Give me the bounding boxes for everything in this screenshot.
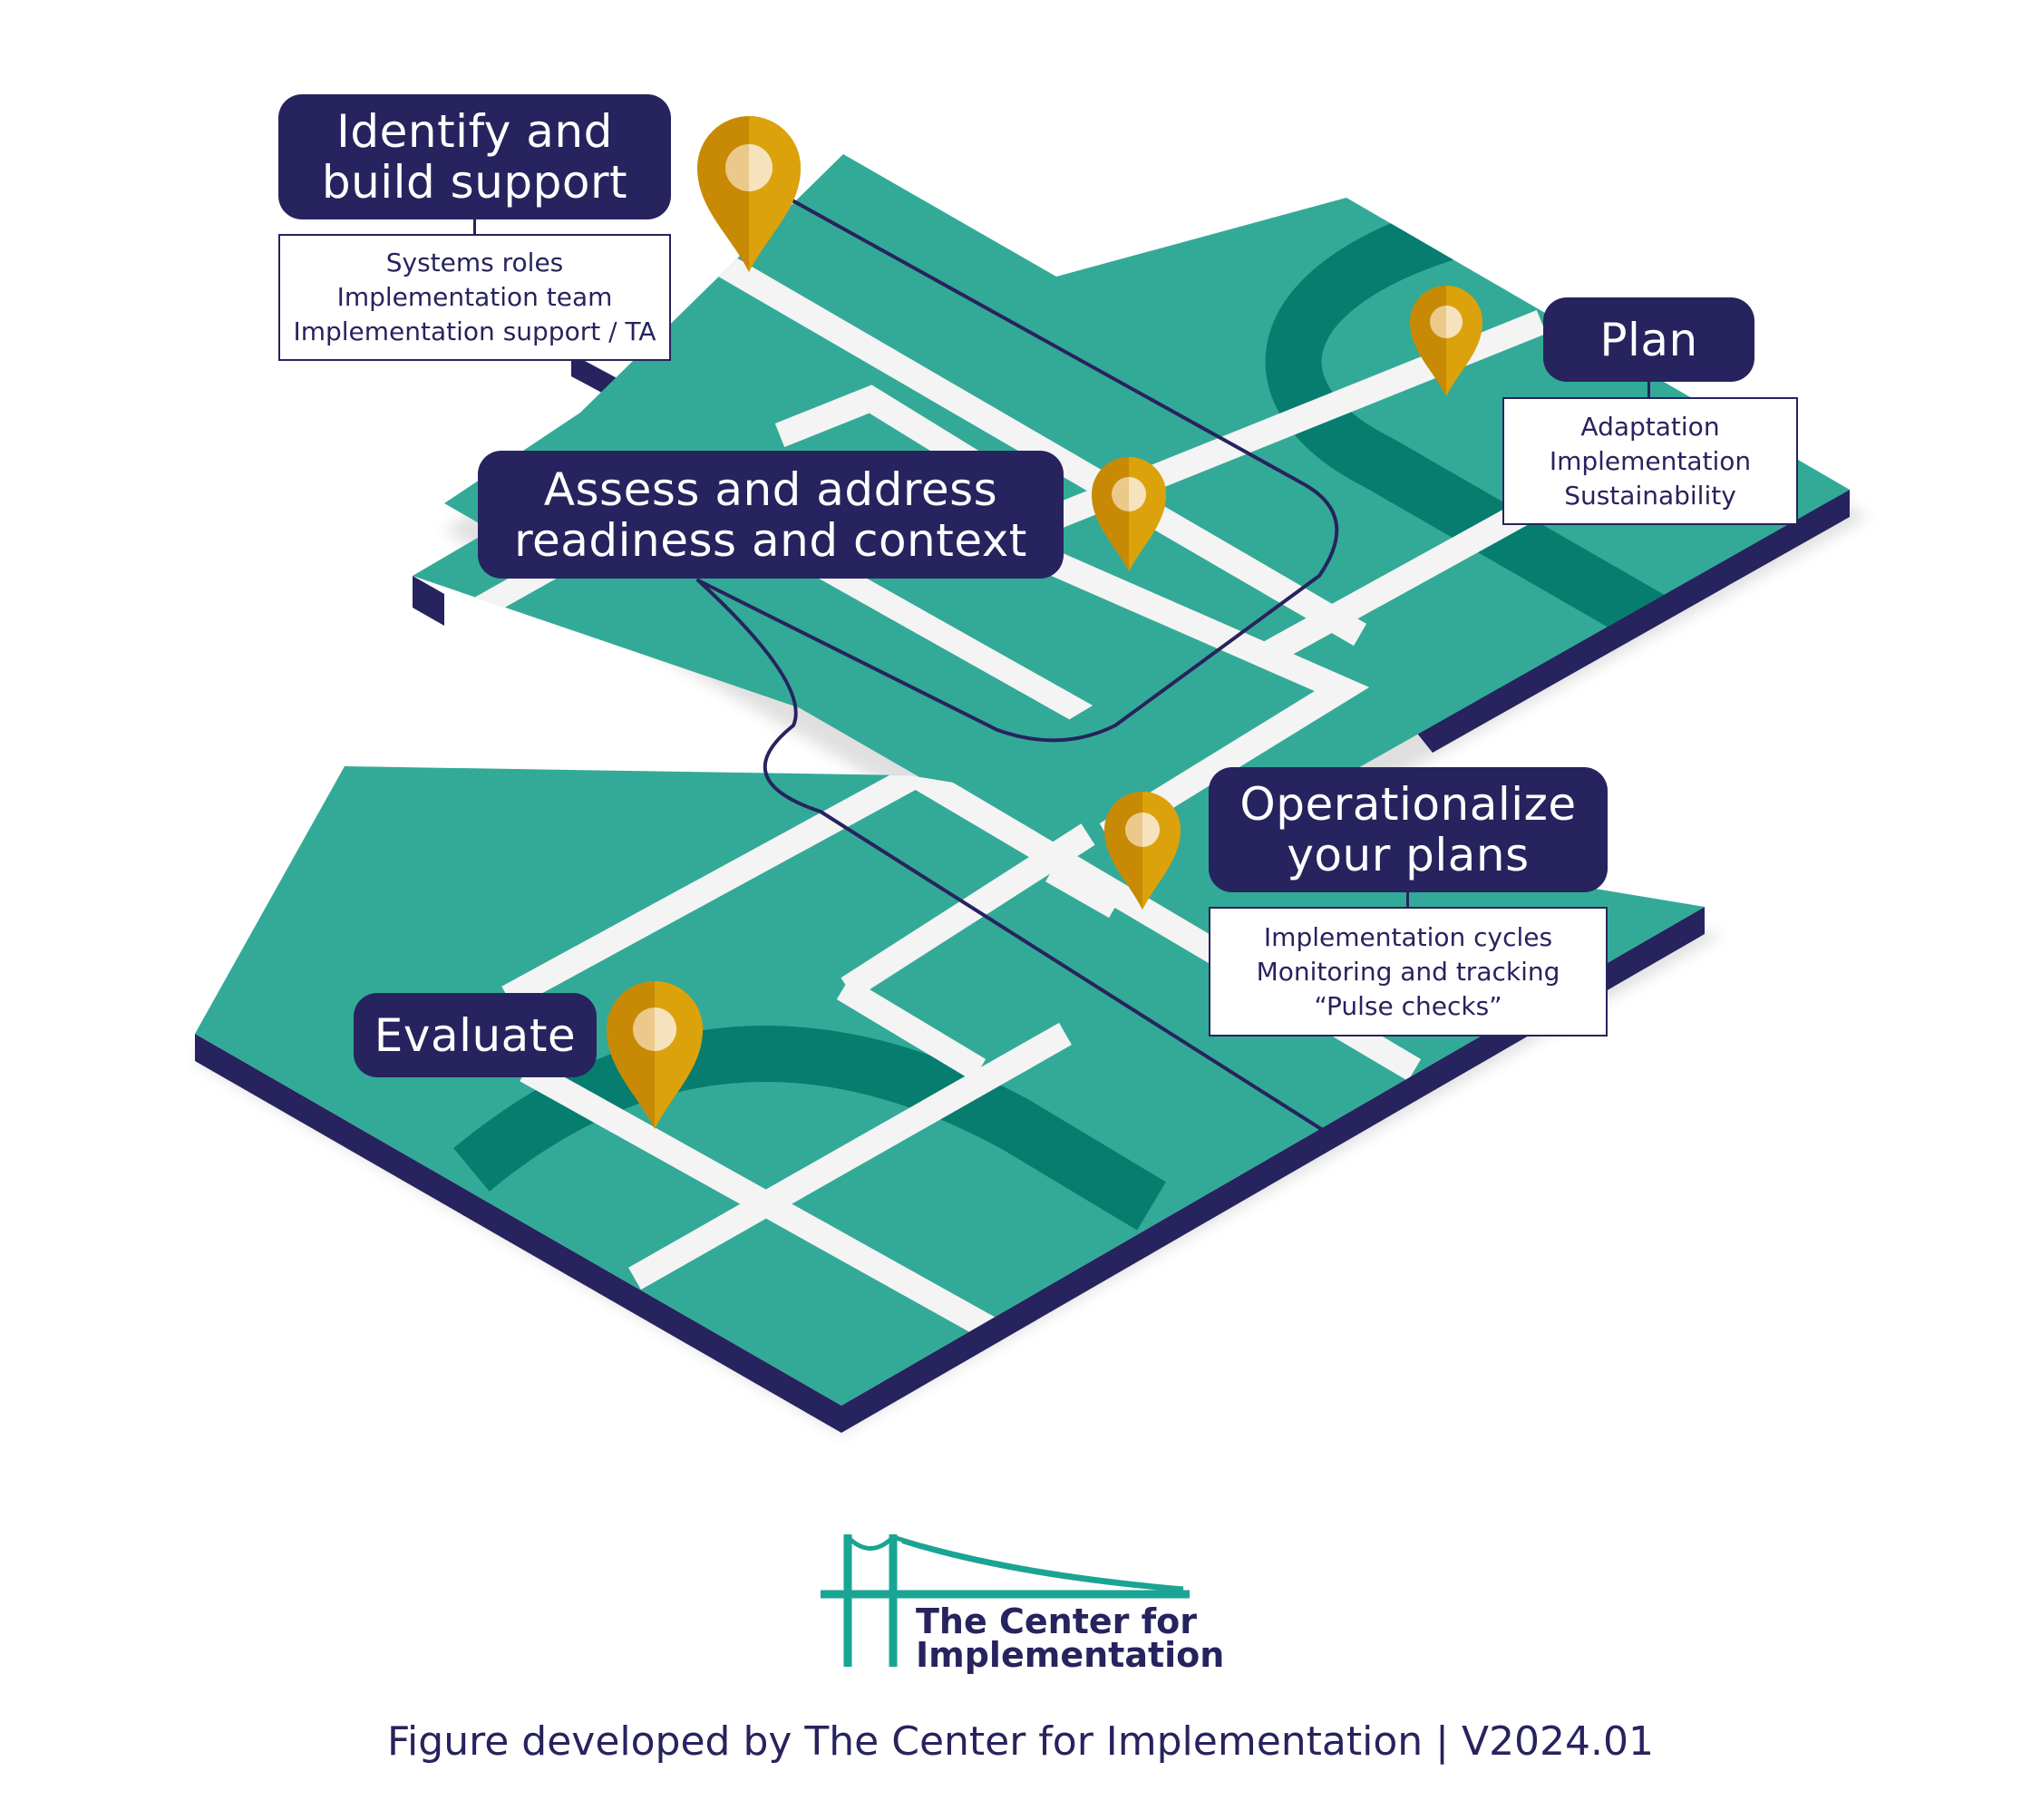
stage-title-identify: Identify and build support xyxy=(278,94,671,219)
pin-assess xyxy=(1092,456,1166,571)
connector xyxy=(1647,381,1650,399)
stage-title-plan: Plan xyxy=(1543,297,1754,382)
stage-title-evaluate: Evaluate xyxy=(354,993,597,1077)
detail-item: Adaptation xyxy=(1580,411,1720,442)
stage-title-operationalize: Operationalize your plans xyxy=(1209,767,1608,892)
detail-item: Monitoring and tracking xyxy=(1256,956,1560,987)
logo-text-line1: The Center for xyxy=(916,1601,1197,1641)
detail-item: Implementation xyxy=(1549,445,1752,476)
logo-text-line2: Implementation xyxy=(916,1635,1225,1675)
pin-identify xyxy=(697,116,801,272)
bridge-logo-icon xyxy=(821,1534,1190,1667)
stage-details-operationalize: Implementation cycles Monitoring and tra… xyxy=(1209,907,1608,1037)
detail-item: Sustainability xyxy=(1564,480,1736,511)
stage-title-assess: Assess and address readiness and context xyxy=(478,451,1064,579)
stage-details-plan: Adaptation Implementation Sustainability xyxy=(1502,397,1798,525)
pin-evaluate xyxy=(607,981,703,1129)
detail-item: Systems roles xyxy=(385,248,564,277)
pin-plan xyxy=(1410,286,1482,396)
detail-item: Implementation cycles xyxy=(1263,921,1553,952)
detail-item: “Pulse checks” xyxy=(1314,990,1502,1021)
detail-item: Implementation team xyxy=(336,282,613,312)
detail-item: Implementation support / TA xyxy=(293,316,656,346)
connector xyxy=(1406,891,1409,909)
map-edges xyxy=(195,354,1850,1433)
stage-details-identify: Systems roles Implementation team Implem… xyxy=(278,234,671,361)
pin-operationalize xyxy=(1104,792,1181,910)
figure-credit: Figure developed by The Center for Imple… xyxy=(386,1718,1655,1765)
journey-path xyxy=(696,184,1339,1135)
connector xyxy=(473,218,476,236)
